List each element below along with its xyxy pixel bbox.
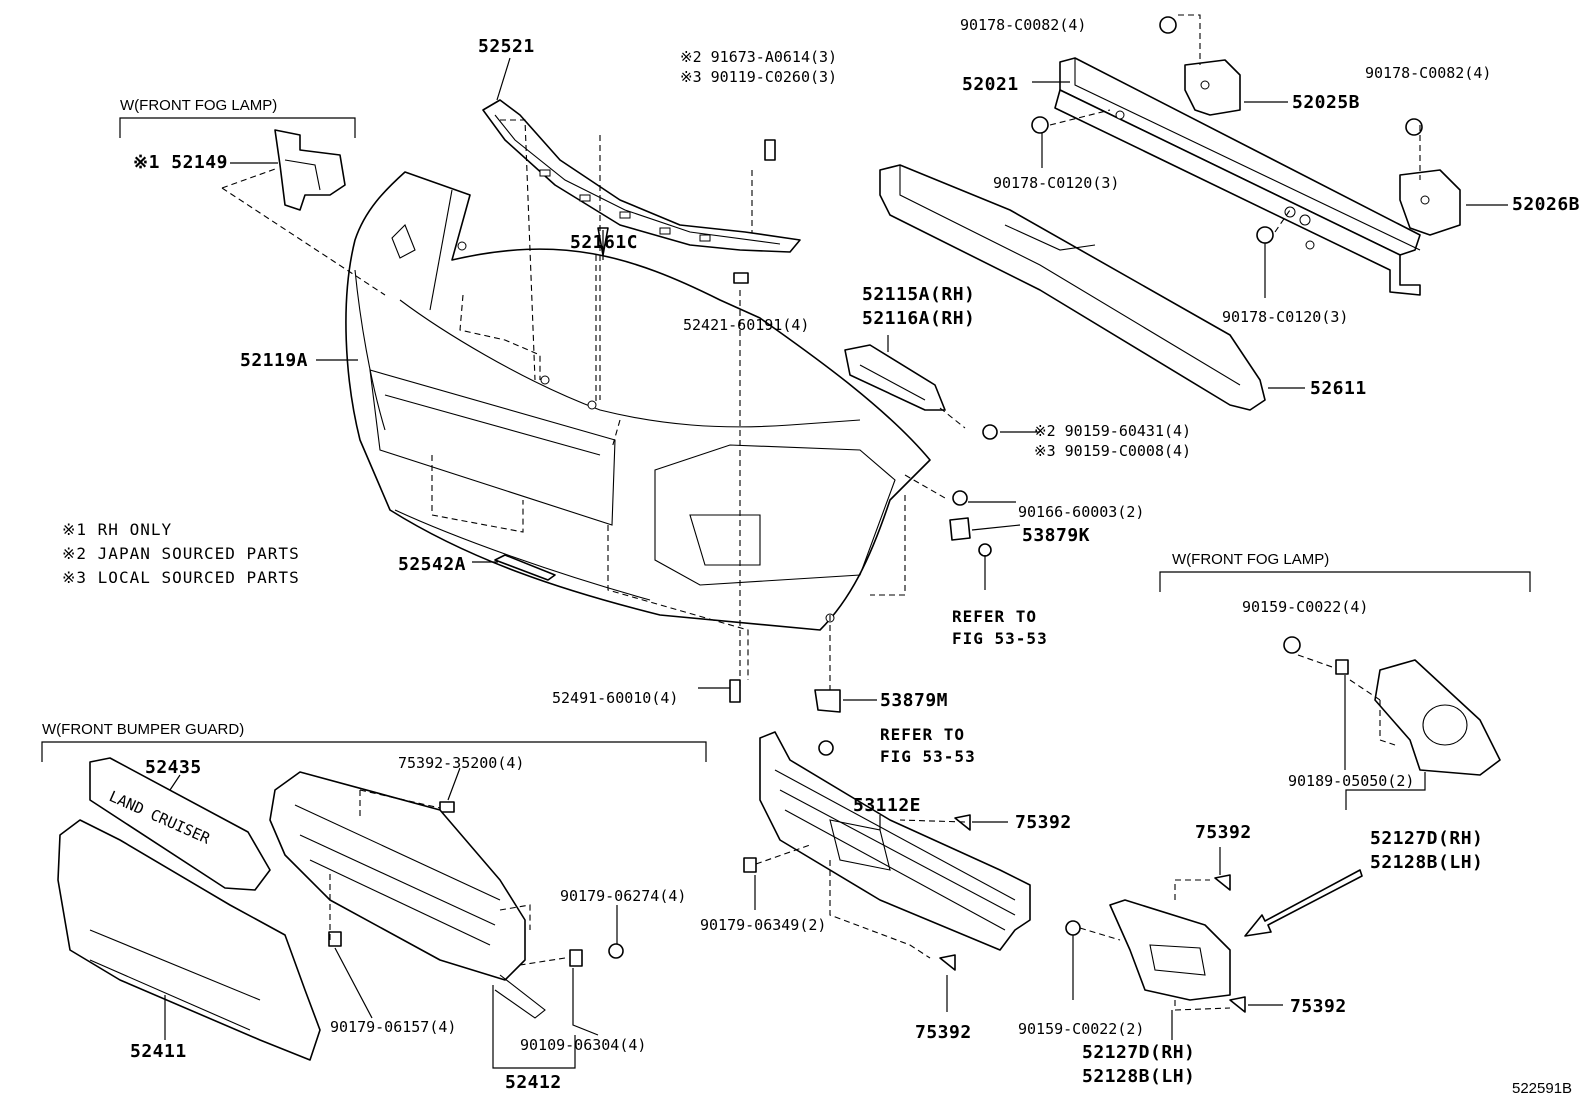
label-75392-35200: 75392-35200(4): [398, 754, 524, 772]
bumper-guard-bracket: [41, 741, 707, 762]
fog-lamp-bezel-lower: [1109, 899, 1231, 1001]
bumper-cover: [345, 171, 931, 631]
label-90109-06304: 90109-06304(4): [520, 1036, 646, 1054]
refer-to-1: REFER TO: [952, 607, 1037, 626]
label-90178-c0082-b: 90178-C0082(4): [1365, 64, 1491, 82]
refer-to-2: REFER TO: [880, 725, 965, 744]
label-52411: 52411: [130, 1041, 187, 1062]
pad-52542a: [494, 554, 556, 581]
label-90159-c0008: ※3 90159-C0008(4): [1034, 442, 1191, 460]
refer-fig-1: FIG 53-53: [952, 629, 1048, 648]
label-90189-05050: 90189-05050(2): [1288, 772, 1414, 790]
label-52127d-a: 52127D(RH): [1370, 828, 1483, 849]
label-52128b-b: 52128B(LH): [1082, 1066, 1195, 1087]
label-53112e: 53112E: [853, 795, 921, 816]
label-90119-c0260: ※3 90119-C0260(3): [680, 68, 837, 86]
label-90159-c0022-a: 90159-C0022(4): [1242, 598, 1368, 616]
label-90178-c0082-a: 90178-C0082(4): [960, 16, 1086, 34]
note-2: ※2 JAPAN SOURCED PARTS: [62, 544, 300, 563]
guard-frame-52412: [269, 771, 546, 1019]
label-53879m: 53879M: [880, 690, 948, 711]
refer-fig-2: FIG 53-53: [880, 747, 976, 766]
label-52115a: 52115A(RH): [862, 284, 975, 305]
label-90179-06157: 90179-06157(4): [330, 1018, 456, 1036]
label-90179-06349: 90179-06349(2): [700, 916, 826, 934]
label-75392-a: 75392: [1015, 812, 1072, 833]
label-52128b-a: 52128B(LH): [1370, 852, 1483, 873]
label-91673-a0614: ※2 91673-A0614(3): [680, 48, 837, 66]
label-90159-60431: ※2 90159-60431(4): [1034, 422, 1191, 440]
fog-lamp-bezel-upper: [1374, 659, 1501, 776]
label-75392-d: 75392: [1290, 996, 1347, 1017]
bracket-52025b: [1184, 59, 1241, 116]
label-52542a: 52542A: [398, 554, 466, 575]
fog-lamp-right-bracket: [1159, 571, 1531, 592]
energy-absorber: [879, 164, 1266, 411]
label-52127d-b: 52127D(RH): [1082, 1042, 1195, 1063]
note-1: ※1 RH ONLY: [62, 520, 172, 539]
group-header-fog-lamp-right: W(FRONT FOG LAMP): [1172, 551, 1329, 568]
bracket-52026b: [1399, 169, 1461, 236]
fog-lamp-left-bracket: [119, 117, 356, 138]
guard-lower-52411: [57, 819, 321, 1061]
label-90166-60003: 90166-60003(2): [1018, 503, 1144, 521]
group-header-bumper-guard: W(FRONT BUMPER GUARD): [42, 721, 244, 738]
figure-code: 522591B: [1512, 1080, 1572, 1097]
label-52025b: 52025B: [1292, 92, 1360, 113]
label-52021: 52021: [962, 74, 1019, 95]
bumper-reinforcement: [1054, 57, 1421, 296]
label-52421-60191: 52421-60191(4): [683, 316, 809, 334]
label-52491-60010: 52491-60010(4): [552, 689, 678, 707]
label-53879k: 53879K: [1022, 525, 1090, 546]
note-3: ※3 LOCAL SOURCED PARTS: [62, 568, 300, 587]
label-90178-c0120-a: 90178-C0120(3): [993, 174, 1119, 192]
group-header-fog-lamp-left: W(FRONT FOG LAMP): [120, 97, 277, 114]
leader-lines: [164, 57, 1508, 1069]
label-90159-c0022-b: 90159-C0022(2): [1018, 1020, 1144, 1038]
upper-bracket: [482, 99, 801, 253]
label-52026b: 52026B: [1512, 194, 1580, 215]
label-75392-c: 75392: [915, 1022, 972, 1043]
lower-grille: [759, 731, 1031, 951]
label-52435: 52435: [145, 757, 202, 778]
label-52161c: 52161C: [570, 232, 638, 253]
side-bracket-52115a: [844, 344, 946, 411]
label-52611: 52611: [1310, 378, 1367, 399]
direction-arrow: [1244, 869, 1363, 937]
label-52116a: 52116A(RH): [862, 308, 975, 329]
label-90179-06274: 90179-06274(4): [560, 887, 686, 905]
label-75392-b: 75392: [1195, 822, 1252, 843]
label-52119a: 52119A: [240, 350, 308, 371]
bracket-52149: [274, 129, 346, 211]
label-52412: 52412: [505, 1072, 562, 1093]
label-52149: ※1 52149: [133, 152, 228, 173]
label-52521: 52521: [478, 36, 535, 57]
label-90178-c0120-b: 90178-C0120(3): [1222, 308, 1348, 326]
assembly-lines: [221, 14, 1421, 1011]
